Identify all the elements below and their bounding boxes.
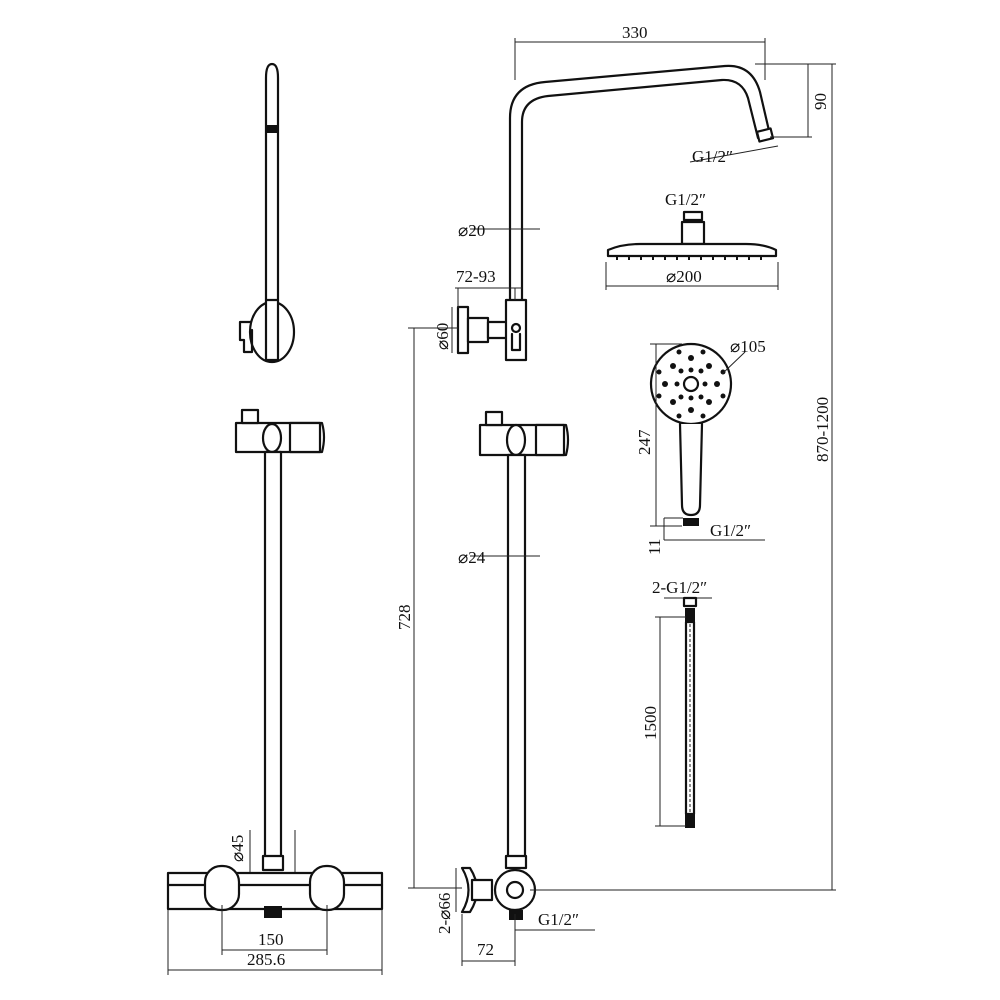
dim-inlet-center-distance: 150 xyxy=(258,930,284,949)
front-bar-valve xyxy=(166,871,384,911)
side-arm-inner xyxy=(520,78,760,302)
overhead-shower-head: G1/2″ ⌀200 xyxy=(605,190,779,290)
front-left-handle xyxy=(203,864,241,912)
dim-hand-shower-length: 247 xyxy=(635,429,654,455)
front-riser-nut xyxy=(261,854,285,872)
front-upper-rod xyxy=(264,62,280,302)
dim-hand-shower-diameter: ⌀105 xyxy=(730,337,766,356)
dim-hand-thread: G1/2″ xyxy=(710,521,751,540)
dim-valve-outlet-thread: G1/2″ xyxy=(538,910,579,929)
dim-hose-length: 1500 xyxy=(641,706,660,740)
dim-head-diameter: ⌀200 xyxy=(666,267,702,286)
dim-hand-thread-length: 11 xyxy=(645,539,664,555)
side-arm-outlet xyxy=(755,127,775,143)
dim-bracket-to-valve-height: 728 xyxy=(395,605,414,631)
dim-arm-outlet-thread: G1/2″ xyxy=(692,147,733,166)
front-lower-riser xyxy=(263,450,283,864)
dim-valve-body-length: 285.6 xyxy=(247,950,285,969)
dim-arm-drop: 90 xyxy=(811,93,830,110)
dim-upper-pipe-diameter: ⌀20 xyxy=(458,221,485,240)
front-rod-ring xyxy=(266,125,278,133)
dim-inlet-offset: 72 xyxy=(477,940,494,959)
dim-top-arm-width: 330 xyxy=(622,23,648,42)
front-right-handle xyxy=(308,864,346,912)
front-bracket-lever xyxy=(238,320,254,354)
dim-bracket-offset: 72-93 xyxy=(456,267,496,286)
dim-inlet-plate-diameter: 2-⌀66 xyxy=(435,893,454,934)
side-arm-outer xyxy=(508,64,772,302)
dim-hose-threads: 2-G1/2″ xyxy=(652,578,707,597)
dim-lower-pipe-diameter: ⌀24 xyxy=(458,548,486,567)
dim-bracket-plate-diameter: ⌀60 xyxy=(433,323,452,350)
dim-head-thread: G1/2″ xyxy=(665,190,706,209)
front-view: ⌀45 150 285.6 xyxy=(166,62,384,975)
shower-hose: 2-G1/2″ 1500 xyxy=(641,578,712,828)
side-wall-plate xyxy=(456,305,470,355)
front-bottom-outlet xyxy=(264,906,282,918)
dim-valve-outlet-diameter: ⌀45 xyxy=(228,835,247,862)
hand-shower: ⌀105 247 11 G1/2″ xyxy=(635,337,766,555)
dim-total-height: 870-1200 xyxy=(813,397,832,462)
side-lower-riser xyxy=(506,453,527,867)
side-view: ⌀20 72-93 ⌀60 ⌀24 728 2-⌀66 72 G1/2″ 330… xyxy=(395,23,836,966)
